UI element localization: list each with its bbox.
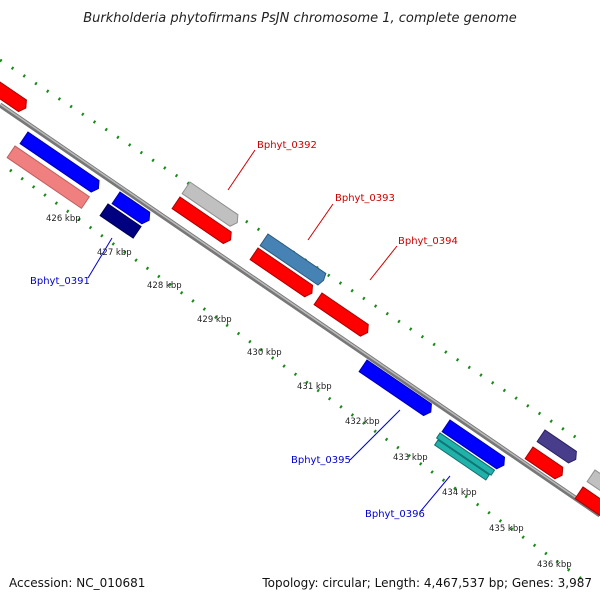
- gene-arrow: [99, 203, 142, 239]
- kbp-label: 435 kbp: [489, 524, 524, 534]
- gene-arrow: [6, 145, 91, 209]
- kbp-label: 436 kbp: [537, 560, 572, 570]
- gene-arrows[interactable]: [0, 81, 600, 517]
- gene-arrow: [0, 81, 27, 113]
- topology-text: Topology: circular; Length: 4,467,537 bp…: [262, 576, 592, 590]
- kbp-label: 431 kbp: [297, 382, 332, 392]
- gene-arrow: [249, 247, 314, 298]
- gene-arrow: [313, 292, 369, 337]
- gene-label-bphyt-0392[interactable]: Bphyt_0392: [257, 140, 317, 151]
- kbp-label: 428 kbp: [147, 281, 182, 291]
- genome-backbone: [0, 102, 600, 518]
- lower-tick-track: [9, 168, 591, 587]
- gene-arrow: [524, 446, 564, 480]
- gene-arrow: [358, 359, 432, 417]
- gene-arrow: [181, 181, 239, 227]
- kbp-label: 427 kbp: [97, 248, 132, 258]
- gene-arrow: [435, 432, 496, 476]
- kbp-label: 429 kbp: [197, 315, 232, 325]
- gene-arrow: [433, 439, 490, 481]
- gene-label-bphyt-0393[interactable]: Bphyt_0393: [335, 193, 395, 204]
- gene-label-bphyt-0391[interactable]: Bphyt_0391: [30, 276, 90, 287]
- kbp-label: 433 kbp: [393, 453, 428, 463]
- gene-arrow: [19, 131, 100, 193]
- accession-text: Accession: NC_010681: [9, 576, 146, 590]
- map-title: Burkholderia phytofirmans PsJN chromosom…: [83, 11, 517, 26]
- gene-label-bphyt-0395[interactable]: Bphyt_0395: [291, 455, 351, 466]
- kbp-label: 432 kbp: [345, 417, 380, 427]
- gene-arrow: [111, 191, 151, 225]
- gene-arrow: [259, 233, 327, 286]
- gene-arrow: [171, 196, 232, 245]
- gene-arrow: [586, 469, 600, 494]
- kbp-label: 430 kbp: [247, 348, 282, 358]
- gene-label-bphyt-0396[interactable]: Bphyt_0396: [365, 509, 425, 520]
- genome-backbone-highlight: [0, 103, 600, 515]
- gene-arrow: [574, 486, 600, 517]
- gene-arrow: [441, 419, 506, 470]
- kbp-label: 434 kbp: [442, 488, 477, 498]
- kbp-label: 426 kbp: [46, 214, 81, 224]
- leader-lines: [87, 149, 451, 513]
- gene-arrow: [536, 429, 577, 464]
- gene-label-bphyt-0394[interactable]: Bphyt_0394: [398, 236, 458, 247]
